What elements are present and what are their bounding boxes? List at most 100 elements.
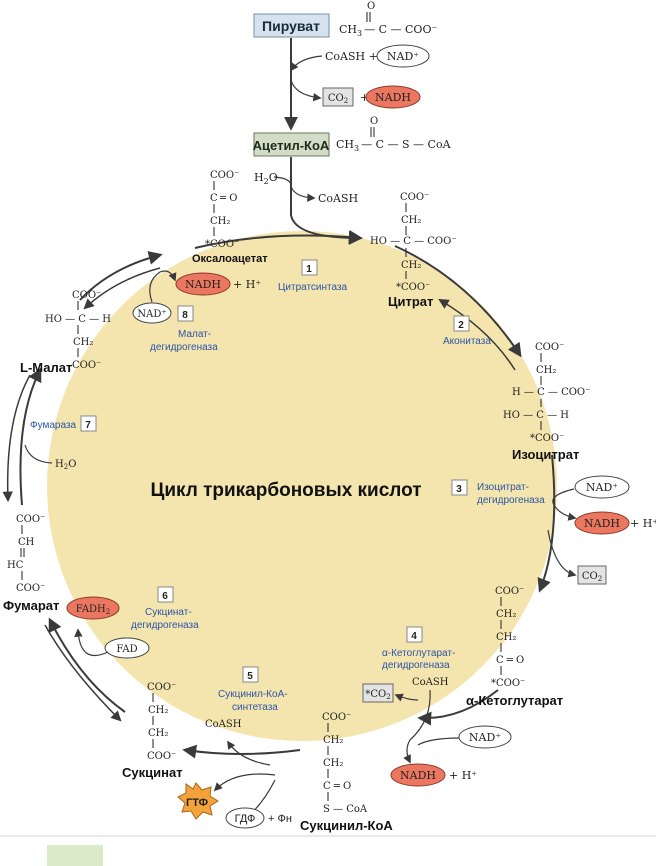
svg-text:6: 6 [162, 591, 168, 602]
gtp-star [177, 782, 219, 820]
svg-text:CH: CH [18, 537, 35, 548]
succinate-structure: COO⁻ CH₂ CH₂ COO⁻ [147, 682, 176, 762]
svg-text:дегидрогеназа: дегидрогеназа [382, 660, 450, 671]
svg-text:CH₂: CH₂ [323, 758, 343, 769]
citrate-structure: COO⁻ CH₂ HO — C — COO⁻ CH₂ *COO⁻ [370, 192, 457, 293]
h2o-fumarase: H2O [55, 459, 76, 471]
svg-text:Малат-: Малат- [178, 329, 211, 340]
svg-text:C ═ O: C ═ O [323, 781, 351, 792]
enzyme-4: 4 α-Кетоглутарат- дегидрогеназа [382, 626, 455, 671]
svg-text:CH₂: CH₂ [323, 735, 343, 746]
gtp-label: ГТФ [186, 797, 208, 809]
svg-text:1: 1 [306, 264, 312, 275]
oxaloacetate-structure: COO⁻ C ═ O CH₂ *COO⁻ [205, 170, 239, 250]
svg-text:CH₂: CH₂ [148, 705, 168, 716]
svg-text:C ═ O: C ═ O [496, 655, 524, 666]
svg-text:Фумараза: Фумараза [30, 420, 77, 431]
svg-text:*COO⁻: *COO⁻ [530, 433, 564, 444]
svg-text:COO⁻: COO⁻ [72, 360, 101, 371]
arrow-malate-oxaloacetate [79, 251, 163, 301]
svg-text:CH₂: CH₂ [401, 215, 421, 226]
svg-text:5: 5 [247, 671, 253, 682]
svg-text:COO⁻: COO⁻ [535, 342, 564, 353]
succinylcoa-structure: COO⁻ CH₂ CH₂ C ═ O S — CoA [322, 712, 368, 815]
nad-ellipse-akgdh [458, 725, 512, 749]
acetylcoa-formula: CH3— C — S — CoA [336, 138, 452, 153]
svg-text:2: 2 [458, 320, 464, 331]
enzyme-3: 3 Изоцитрат- дегидрогеназа [451, 479, 545, 506]
svg-text:COO⁻: COO⁻ [72, 290, 101, 301]
co2-box-pdh [322, 87, 354, 107]
svg-text:CH₂: CH₂ [210, 216, 230, 227]
ketoglutarate-label: α-Кетоглутарат [466, 693, 563, 708]
arrow-isocitrate-ketoglutarate [537, 454, 556, 593]
svg-text:3: 3 [456, 484, 462, 495]
fad-ellipse [104, 637, 150, 659]
enzyme-1: 1 Цитратсинтаза [278, 259, 348, 293]
svg-text:CH₂: CH₂ [496, 632, 516, 643]
coash-in-label: CoASH + [325, 50, 378, 63]
svg-text:*COO⁻: *COO⁻ [396, 282, 430, 293]
svg-text:COO⁻: COO⁻ [495, 586, 524, 597]
co2-label-pdh: CO2 [328, 93, 348, 105]
svg-text:HO — C — H: HO — C — H [503, 410, 569, 421]
enzyme-7: 7 Фумараза [30, 415, 97, 432]
svg-text:Цитратсинтаза: Цитратсинтаза [278, 282, 348, 293]
coash-out-label: CoASH [318, 192, 358, 205]
arrow-acetylcoa-into-cycle [290, 157, 363, 245]
svg-text:COO⁻: COO⁻ [210, 170, 239, 181]
nad-label-akgdh: NAD⁺ [469, 731, 501, 744]
malate-structure: COO⁻ HO — C — H CH₂ COO⁻ [45, 290, 111, 371]
enzyme-5: 5 Сукцинил-КоА- синтетаза [218, 666, 288, 713]
nadh-ellipse-mdh [175, 272, 231, 296]
hplus-akgdh: + H⁺ [449, 769, 477, 782]
cycle-background [47, 231, 557, 741]
svg-text:CH₂: CH₂ [401, 260, 421, 271]
fadh2-label: FADH2 [76, 604, 111, 616]
enzyme-2: 2 Аконитаза [443, 315, 491, 347]
svg-text:4: 4 [411, 631, 417, 642]
citrate-label: Цитрат [388, 294, 433, 309]
arrow-fumarate-malate [19, 367, 42, 506]
plus-pdh: + [360, 91, 369, 104]
nad-ellipse-pdh [376, 44, 430, 68]
svg-text:8: 8 [182, 310, 188, 321]
gdp-label: ГДФ [235, 813, 256, 825]
hplus-idh: + H⁺ [630, 517, 656, 530]
svg-text:Сукцинил-КоА-: Сукцинил-КоА- [218, 689, 288, 700]
nad-ellipse-mdh [132, 302, 172, 324]
svg-text:CH₂: CH₂ [73, 337, 93, 348]
acetylcoa-box [253, 132, 330, 157]
svg-text:C: C [210, 193, 218, 204]
svg-text:HO — C — COO⁻: HO — C — COO⁻ [370, 236, 457, 247]
pyruvate-label: Пируват [262, 18, 320, 34]
svg-text:*COO⁻: *COO⁻ [205, 239, 239, 250]
pyruvate-formula: CH3— C — COO⁻ [339, 23, 437, 38]
cycle-arrows [19, 230, 556, 759]
cycle-title: Цикл трикарбоновых кислот [150, 480, 421, 501]
succinate-label: Сукцинат [122, 765, 183, 780]
ketoglutarate-structure: COO⁻ CH₂ CH₂ C ═ O *COO⁻ [491, 586, 525, 689]
svg-text:CH₂: CH₂ [536, 365, 556, 376]
svg-text:COO⁻: COO⁻ [147, 751, 176, 762]
nadh-label-akgdh: NADH [400, 769, 436, 782]
coash-scs: CoASH [205, 719, 242, 730]
h2o-in-label: H2O [254, 171, 278, 186]
pyruvate-oxygen: O [367, 1, 375, 12]
svg-text:Сукцинат-: Сукцинат- [145, 607, 192, 618]
oxaloacetate-label: Оксалоацетат [192, 253, 268, 265]
enzyme-8: 8 Малат- дегидрогеназа [150, 305, 218, 353]
svg-text:CH₂: CH₂ [148, 728, 168, 739]
pyruvate-box [253, 13, 330, 38]
nad-ellipse-idh [574, 475, 630, 499]
acetylcoa-oxygen: O [370, 116, 378, 127]
svg-text:CH₂: CH₂ [496, 609, 516, 620]
svg-text:HO — C — H: HO — C — H [45, 314, 111, 325]
svg-text:7: 7 [85, 420, 91, 431]
co2-box-akgdh [362, 683, 394, 703]
co2-label-idh: CO2 [582, 571, 602, 583]
nadh-ellipse-pdh [365, 85, 421, 109]
co2-box-idh [577, 565, 607, 585]
co2-label-akgdh: *CO2 [365, 689, 390, 701]
